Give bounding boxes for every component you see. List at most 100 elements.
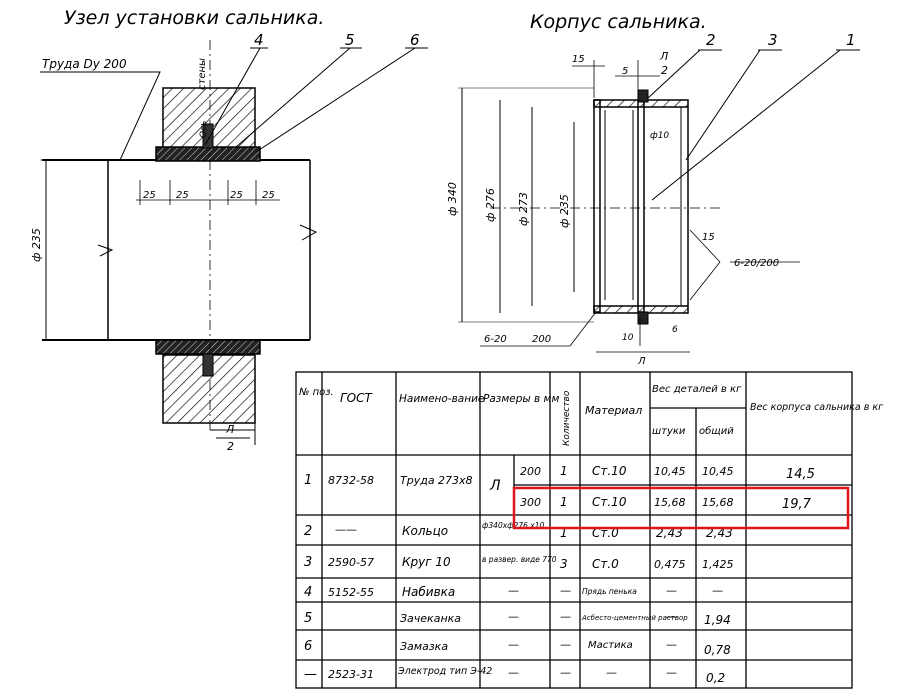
dim-dia-273: ф 273 xyxy=(517,192,530,226)
highlight-box xyxy=(512,486,850,530)
row7-size: — xyxy=(508,666,519,679)
dim-25-c: 25 xyxy=(230,190,243,201)
row6-name: Замазка xyxy=(400,640,448,653)
dim-dia-235: ф 235 xyxy=(558,194,571,228)
row1-material: Ст.10 xyxy=(592,464,627,478)
pipe-label: Труда Dy 200 xyxy=(42,57,127,71)
row4-size: — xyxy=(508,584,519,597)
weld-bottom-200-label: 200 xyxy=(532,334,551,345)
row3-total: 1,425 xyxy=(702,558,734,571)
row6-unit: — xyxy=(666,638,677,651)
callout-1: 1 xyxy=(846,31,856,49)
row3-unit: 0,475 xyxy=(654,558,686,571)
row7-unit: — xyxy=(666,666,677,679)
callout-4: 4 xyxy=(254,31,264,49)
dim-dia-235-left: ф 235 xyxy=(30,228,43,262)
th-num: № поз. xyxy=(298,387,334,398)
row1-housing: 14,5 xyxy=(786,467,815,482)
callout-6: 6 xyxy=(410,31,420,49)
row5-num: 5 xyxy=(304,611,312,626)
right-title: Корпус сальника. xyxy=(530,11,707,33)
row7-num: — xyxy=(304,667,317,682)
row6-qty: — xyxy=(560,638,571,651)
weld-bottom-left-label: 6-20 xyxy=(484,334,507,345)
dim-dia-276: ф 276 xyxy=(484,188,497,222)
row1b-unit: 15,68 xyxy=(654,496,686,509)
weld-small-label: 6 xyxy=(672,325,678,335)
dim-15-right: 15 xyxy=(702,232,715,243)
th-name: Наимено-вание xyxy=(399,393,484,405)
dim-half-num-left: Л xyxy=(225,423,234,436)
th-gost: ГОСТ xyxy=(340,391,374,405)
axis-label: Ось xyxy=(199,121,209,138)
row4-gost: 5152-55 xyxy=(328,586,374,599)
row5-size: — xyxy=(508,610,519,623)
row6-size: — xyxy=(508,638,519,651)
row1-gost: 8732-58 xyxy=(328,474,374,487)
dim-10-top: ф10 xyxy=(650,131,669,141)
callout-2: 2 xyxy=(706,31,716,49)
row2-unit: 2,43 xyxy=(656,526,683,540)
row5-material: Асбесто-цементный раствор xyxy=(581,614,688,622)
row7-name: Электрод тип Э-42 xyxy=(397,666,492,677)
row6-material: Мастика xyxy=(588,640,633,651)
th-material: Материал xyxy=(585,404,642,417)
row2-qty: 1 xyxy=(560,526,568,540)
row2-name: Кольцо xyxy=(402,524,448,538)
th-sizes: Размеры в мм xyxy=(483,393,559,405)
packing-upper xyxy=(155,146,261,162)
dim-L-bottom: Л xyxy=(637,356,646,367)
right-drawing xyxy=(458,49,860,353)
dim-15-top: 15 xyxy=(572,54,585,65)
row3-material: Ст.0 xyxy=(592,557,619,571)
th-weight-unit: штуки xyxy=(652,426,686,437)
row2-num: 2 xyxy=(304,524,312,539)
row6-num: 6 xyxy=(304,639,312,654)
left-title: Узел установки сальника. xyxy=(64,7,324,29)
row7-gost: 2523-31 xyxy=(328,668,374,681)
row2-total: 2,43 xyxy=(706,526,733,540)
row2-gost: —— xyxy=(335,523,357,536)
row1b-material: Ст.10 xyxy=(592,495,627,509)
dim-dia-340: ф 340 xyxy=(446,182,459,216)
row1b-housing: 19,7 xyxy=(782,497,812,512)
row4-name: Набивка xyxy=(402,585,455,599)
specification-table xyxy=(295,371,853,689)
row4-total: — xyxy=(712,584,723,597)
callout-3: 3 xyxy=(768,31,778,49)
row3-num: 3 xyxy=(304,555,312,570)
row3-size: в развер. виде 770 xyxy=(482,555,557,564)
th-weight-parts: Вес деталей в кг xyxy=(652,384,742,395)
row1-size-label: Л xyxy=(489,478,501,494)
row3-name: Круг 10 xyxy=(402,555,451,569)
row1-total: 10,45 xyxy=(702,465,734,478)
row4-num: 4 xyxy=(304,585,312,600)
callout-5: 5 xyxy=(345,31,355,49)
row4-qty: — xyxy=(560,584,571,597)
row1b-total: 15,68 xyxy=(702,496,734,509)
packing-lower xyxy=(155,339,261,355)
row7-qty: — xyxy=(560,666,571,679)
row1b-size: 300 xyxy=(520,496,541,509)
row5-total: 1,94 xyxy=(704,613,731,627)
dim-frac-den: 2 xyxy=(661,64,668,77)
row3-qty: 3 xyxy=(560,557,568,571)
row1-name: Труда 273х8 xyxy=(400,474,473,487)
row1-size: 200 xyxy=(520,465,541,478)
row1-unit: 10,45 xyxy=(654,465,686,478)
row4-unit: — xyxy=(666,584,677,597)
left-drawing xyxy=(40,40,428,445)
th-housing-weight: Вес корпуса сальника в кг xyxy=(750,402,884,413)
row3-gost: 2590-57 xyxy=(328,556,374,569)
row5-qty: — xyxy=(560,610,571,623)
row5-unit: — xyxy=(666,610,677,623)
row7-material: — xyxy=(606,666,617,679)
weld-right-label: 6-20/200 xyxy=(734,258,779,269)
dim-25-b: 25 xyxy=(176,190,189,201)
row2-material: Ст.0 xyxy=(592,526,619,540)
row5-name: Зачеканка xyxy=(400,612,461,625)
row7-total: 0,2 xyxy=(706,671,725,685)
dim-25-d: 25 xyxy=(262,190,275,201)
dim-frac-num: Л xyxy=(659,50,668,63)
th-qty: Количество xyxy=(562,390,572,446)
